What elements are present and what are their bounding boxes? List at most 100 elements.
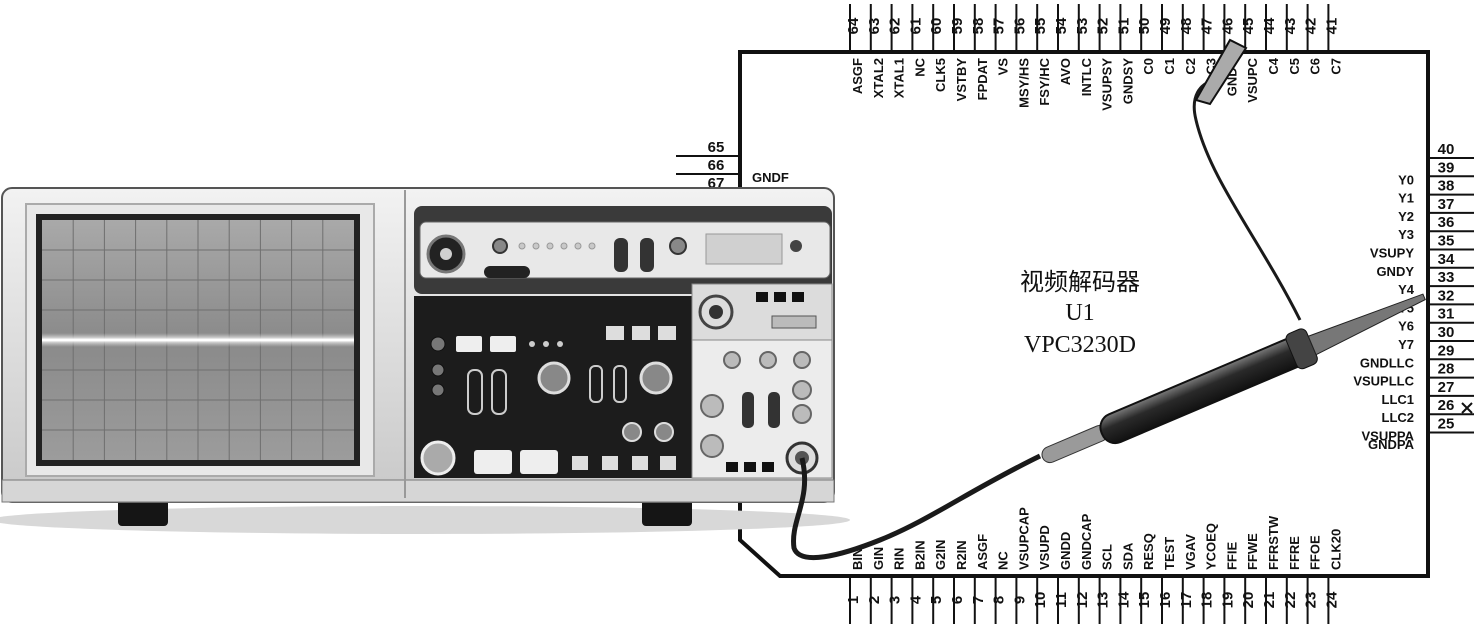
top-pin-label: VSUPSY [1100,58,1115,111]
bottom-pin-label: RESQ [1141,533,1156,570]
top-pin-number: 64 [845,17,862,34]
right-pin-label: LLC2 [1382,410,1415,425]
bottom-pin-number: 24 [1323,591,1340,608]
bottom-pins: 1BIN2GIN3RIN4B2IN5G2IN6R2IN7ASGF8NC9VSUP… [845,507,1343,624]
bottom-pin-number: 5 [928,596,945,604]
right-pin-number: 28 [1438,361,1455,378]
knob-b1[interactable] [537,361,571,395]
scope-shadow [0,506,850,534]
knob-a2[interactable] [431,363,445,377]
slider-v5[interactable] [742,392,754,428]
top-pin-number: 54 [1053,17,1070,34]
right-pin-number: 31 [1438,306,1455,323]
bottom-pin-number: 15 [1136,592,1153,609]
top-pin-label: C2 [1183,58,1198,75]
top-pin-number: 50 [1136,18,1153,35]
bottom-pin-number: 19 [1219,592,1236,609]
knob-a1[interactable] [430,336,446,352]
slider-v3[interactable] [589,365,603,403]
top-pin-label: FSY/HC [1037,57,1052,105]
no-connect-mark [1461,402,1473,414]
bottom-pin-label: FFRSTW [1266,515,1281,570]
left-pin-number: 65 [708,139,725,156]
top-pin-number: 44 [1261,17,1278,34]
top-pin-number: 55 [1032,18,1049,35]
bottom-pin-label: B2IN [912,540,927,570]
bottom-pin-label: VSUPD [1037,525,1052,570]
top-pin-label: C7 [1328,58,1343,75]
bottom-pin-label: BIN [850,548,865,570]
right-pins: 4039Y038Y137Y236Y335VSUPY34GNDY33Y432Y53… [1353,141,1474,452]
right-pin-label: GNDY [1376,264,1414,279]
button-b2[interactable] [520,450,558,474]
top-pin-number: 41 [1323,18,1340,35]
slider-v4[interactable] [613,365,627,403]
top-pin-number: 43 [1282,18,1299,35]
bottom-pin-label: VGAV [1183,534,1198,570]
top-pin-number: 53 [1074,18,1091,35]
top-pin-label: INTLC [1079,57,1094,96]
button-b1[interactable] [474,450,512,474]
bottom-pin-label: GIN [871,547,886,570]
knob-b2[interactable] [639,361,673,395]
scope-foot-right [642,498,692,526]
right-pin-number: 32 [1438,287,1455,304]
button-a1[interactable] [456,336,482,352]
bottom-pin-number: 11 [1053,592,1070,608]
bottom-pin-number: 18 [1199,592,1216,609]
button-a2[interactable] [490,336,516,352]
slider-v2[interactable] [491,369,507,415]
top-pins: 64ASGF63XTAL262XTAL161NC60CLK559VSTBY58F… [845,4,1343,111]
right-pin-label: VSUPY [1370,246,1414,261]
bottom-pin-number: 2 [866,596,883,604]
scope-foot-left [118,498,168,526]
bottom-pin-number: 10 [1032,592,1049,609]
slider-v6[interactable] [768,392,780,428]
focus-knob[interactable] [492,238,508,254]
knob-c2[interactable] [654,422,674,442]
probe-cable [791,453,1042,561]
top-pin-label: XTAL2 [871,58,886,98]
knob-a3[interactable] [431,383,445,397]
probe-assembly [791,38,1426,561]
bottom-pin-number: 16 [1157,592,1174,609]
bottom-pin-label: YCOEQ [1204,523,1219,570]
knob-top-right[interactable] [669,237,687,255]
bottom-pin-label: FFOE [1308,535,1323,570]
top-pin-label: C6 [1308,58,1323,75]
bottom-pin-label: FFWE [1245,533,1260,570]
display-window [705,233,783,265]
slider-v1[interactable] [467,369,483,415]
top-pin-label: C4 [1266,57,1281,74]
left-pin-label: GNDF [752,170,789,185]
top-pin-label: NC [912,57,927,76]
bottom-pin-number: 12 [1074,592,1091,609]
switch-1[interactable] [614,238,628,272]
right-pin-label: Y3 [1398,227,1414,242]
small-buttons-mid [606,326,676,340]
bottom-pin-label: SCL [1100,544,1115,570]
small-buttons-top [756,292,804,302]
switch-2[interactable] [640,238,654,272]
bottom-pin-number: 6 [949,596,966,604]
top-pin-label: CLK5 [933,58,948,92]
slider-grille [771,315,817,329]
top-pin-label: ASGF [850,58,865,94]
bottom-pin-label: G2IN [933,540,948,570]
top-pin-number: 49 [1157,18,1174,35]
right-pin-label: Y2 [1398,209,1414,224]
right-pin-number: 29 [1438,342,1455,359]
top-pin-number: 61 [907,18,924,35]
right-pin-label: GNDLLC [1360,355,1415,370]
top-pin-number: 46 [1219,18,1236,35]
top-pin-number: 57 [991,18,1008,35]
knob-large[interactable] [420,440,456,476]
scope-bottom-strip [1,479,835,503]
right-pin-label: Y6 [1398,319,1414,334]
knob-c1[interactable] [622,422,642,442]
led-indicator [790,240,802,252]
bottom-pin-label: CLK20 [1328,529,1343,570]
bottom-pin-number: 1 [845,596,862,604]
top-pin-label: GNDSY [1120,58,1135,105]
